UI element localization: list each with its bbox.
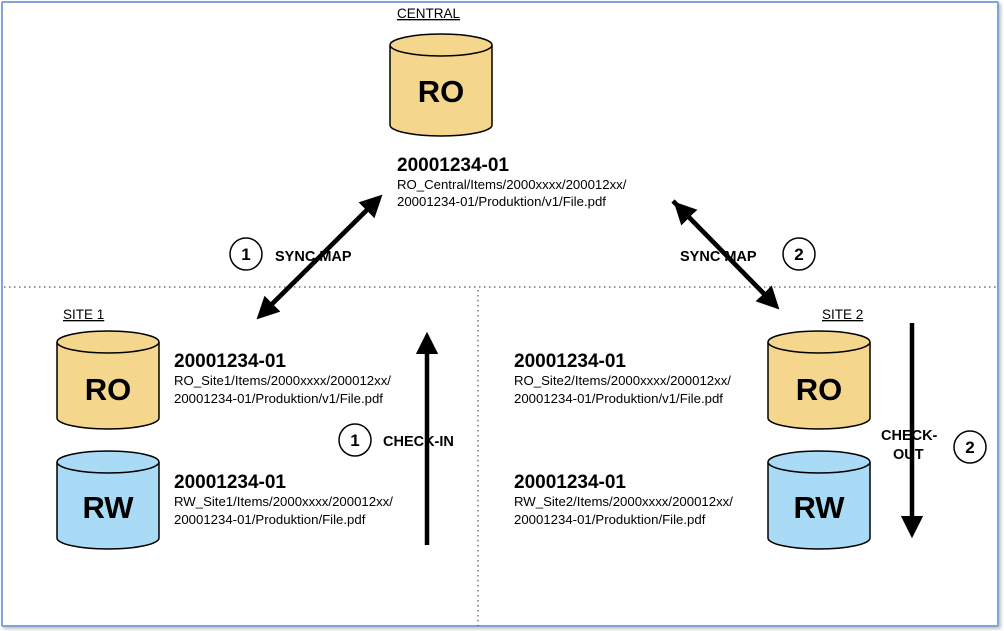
site1-ro-path-line1: RO_Site1/Items/2000xxxx/200012xx/ <box>174 373 391 388</box>
check-out-step: 2 <box>965 438 974 457</box>
check-out-step-badge: 2 <box>953 430 987 464</box>
site1-rw-path-line1: RW_Site1/Items/2000xxxx/200012xx/ <box>174 494 393 509</box>
central-path-line2: 20001234-01/Produktion/v1/File.pdf <box>397 194 606 209</box>
site2-rw-path-line2: 20001234-01/Produktion/File.pdf <box>514 512 706 527</box>
check-out-label-line2: OUT <box>893 447 924 463</box>
site2-ro-item-id: 20001234-01 <box>514 351 626 372</box>
site2-rw-item-id: 20001234-01 <box>514 472 626 493</box>
central-ro-database: RO <box>389 33 493 137</box>
sync-map-1-arrow <box>256 194 383 320</box>
central-path-line1: RO_Central/Items/2000xxxx/200012xx/ <box>397 177 627 192</box>
site2-ro-database: RO <box>767 330 871 430</box>
site1-rw-database: RW <box>56 450 160 550</box>
site1-heading: SITE 1 <box>63 307 104 322</box>
sync-map-1-step: 1 <box>241 245 250 264</box>
sync-map-1-step-badge: 1 <box>229 237 263 271</box>
sync-map-2-step: 2 <box>794 245 803 264</box>
site2-rw-path-line1: RW_Site2/Items/2000xxxx/200012xx/ <box>514 494 733 509</box>
central-ro-label: RO <box>418 74 465 109</box>
site1-ro-label: RO <box>85 372 132 407</box>
sync-map-2-arrow <box>671 199 780 310</box>
site1-rw-label: RW <box>82 490 134 525</box>
site2-ro-path-line2: 20001234-01/Produktion/v1/File.pdf <box>514 391 723 406</box>
site2-rw-database: RW <box>767 450 871 550</box>
site1-ro-item-id: 20001234-01 <box>174 351 286 372</box>
site1-rw-item-id: 20001234-01 <box>174 472 286 493</box>
sync-map-2-label: SYNC MAP <box>680 249 757 265</box>
sync-map-1-label: SYNC MAP <box>275 249 352 265</box>
check-in-label: CHECK-IN <box>383 434 454 450</box>
check-out-label-line1: CHECK- <box>881 428 938 444</box>
central-item-id: 20001234-01 <box>397 155 509 176</box>
sync-map-2-step-badge: 2 <box>782 237 816 271</box>
site2-ro-label: RO <box>796 372 843 407</box>
site2-ro-path-line1: RO_Site2/Items/2000xxxx/200012xx/ <box>514 373 731 388</box>
central-heading: CENTRAL <box>397 6 461 21</box>
site1-ro-path-line2: 20001234-01/Produktion/v1/File.pdf <box>174 391 383 406</box>
site2-rw-label: RW <box>793 490 845 525</box>
site1-ro-database: RO <box>56 330 160 430</box>
site1-rw-path-line2: 20001234-01/Produktion/File.pdf <box>174 512 366 527</box>
site2-heading: SITE 2 <box>822 307 863 322</box>
check-in-step-badge: 1 <box>338 423 372 457</box>
check-in-step: 1 <box>350 431 359 450</box>
